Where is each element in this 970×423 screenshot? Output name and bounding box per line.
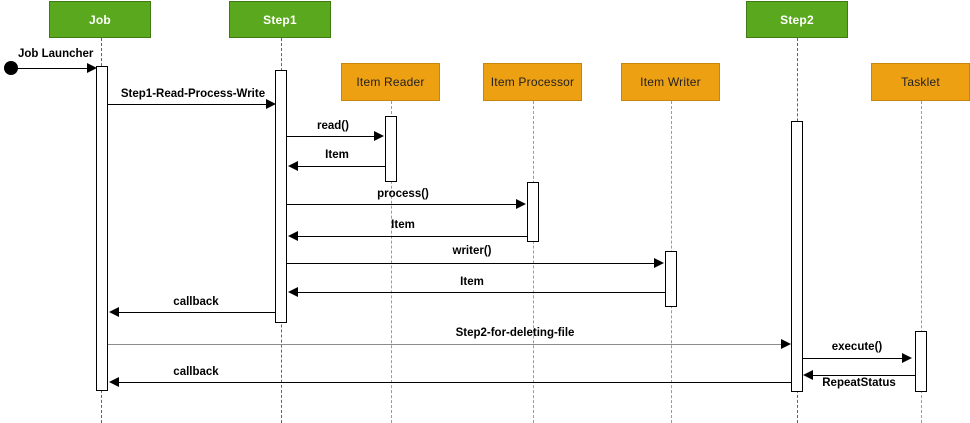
participant-label-item-processor: Item Processor	[490, 75, 575, 89]
message-line-m9	[108, 344, 783, 345]
message-line-m11	[812, 375, 915, 376]
actor-message-line	[11, 68, 89, 69]
message-label-process: process()	[377, 188, 429, 200]
message-line-m10	[803, 358, 904, 359]
arrow-left-icon-m3	[288, 161, 298, 171]
arrow-right-icon-m10	[902, 353, 912, 363]
participant-box-tasklet[interactable]: Tasklet	[871, 63, 970, 101]
message-line-m1	[108, 104, 268, 105]
message-label-callback-step2: callback	[173, 366, 219, 378]
participant-label-step2: Step2	[780, 12, 814, 27]
participant-label-step1: Step1	[263, 12, 297, 27]
participant-box-item-processor[interactable]: Item Processor	[483, 63, 582, 101]
message-line-m4	[287, 204, 518, 205]
arrow-right-icon-m4	[516, 199, 526, 209]
arrow-right-icon-m2	[374, 131, 384, 141]
arrow-left-icon-m7	[288, 287, 298, 297]
message-label-item-processor-return: Item	[391, 219, 415, 231]
participant-box-step2[interactable]: Step2	[746, 1, 848, 38]
participant-box-item-writer[interactable]: Item Writer	[621, 63, 720, 101]
activation-bar-tasklet	[915, 331, 927, 392]
arrow-right-icon-m6	[654, 258, 664, 268]
activation-bar-step2	[791, 121, 803, 392]
arrow-right-icon-m9	[781, 339, 791, 349]
message-label-writer: writer()	[452, 245, 492, 257]
message-label-step2-for-deleting-file: Step2-for-deleting-file	[455, 327, 575, 339]
lifeline-item-reader	[391, 101, 392, 423]
arrow-left-icon-m8	[109, 307, 119, 317]
activation-bar-item-writer	[665, 251, 677, 307]
message-line-m7	[297, 292, 665, 293]
message-line-m2	[287, 136, 376, 137]
participant-label-job: Job	[89, 12, 111, 27]
arrow-left-icon-m5	[288, 231, 298, 241]
message-label-execute: execute()	[831, 341, 883, 353]
message-label-callback-step1: callback	[173, 296, 219, 308]
message-label-item-reader-return: Item	[325, 149, 349, 161]
message-label-repeatstatus: RepeatStatus	[822, 377, 896, 389]
participant-box-job[interactable]: Job	[49, 1, 151, 38]
message-line-m3	[297, 166, 385, 167]
message-line-m6	[287, 263, 656, 264]
message-line-m12	[118, 382, 791, 383]
message-label-read: read()	[317, 120, 349, 132]
participant-box-item-reader[interactable]: Item Reader	[341, 63, 440, 101]
participant-label-tasklet: Tasklet	[901, 75, 940, 89]
participant-label-item-writer: Item Writer	[640, 75, 701, 89]
arrow-right-icon-m1	[266, 99, 276, 109]
message-label-step1-read-process-write: Step1-Read-Process-Write	[120, 88, 266, 100]
arrow-left-icon-m11	[803, 370, 813, 380]
lifeline-item-processor	[533, 101, 534, 423]
lifeline-tasklet	[921, 101, 922, 423]
arrow-left-icon-m12	[109, 377, 119, 387]
message-label-item-writer-return: Item	[460, 276, 484, 288]
message-line-m5	[297, 236, 527, 237]
message-line-m8	[118, 312, 275, 313]
activation-bar-item-reader	[385, 116, 397, 182]
activation-bar-item-processor	[527, 182, 539, 242]
participant-box-step1[interactable]: Step1	[229, 1, 331, 38]
arrow-right-icon-actor	[87, 63, 97, 73]
activation-bar-job	[96, 66, 108, 391]
participant-label-item-reader: Item Reader	[356, 75, 425, 89]
actor-label-job-launcher: Job Launcher	[18, 48, 94, 60]
activation-bar-step1	[275, 70, 287, 323]
